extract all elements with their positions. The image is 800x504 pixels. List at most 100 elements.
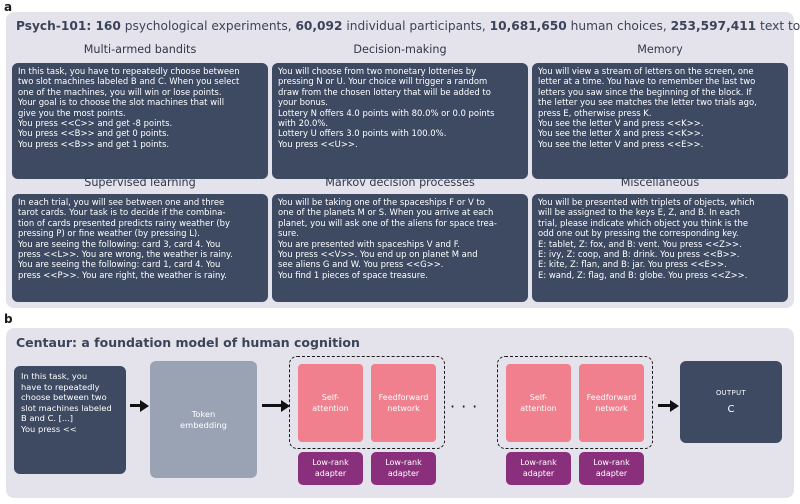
task-line: Lottery N offers 4.0 points with 80.0% o… [278,107,495,118]
task-line: Your goal is to choose the slot machines… [18,97,225,108]
task-line: tion of cards presented predicts rainy w… [18,217,230,228]
prompt-line: B and C. [...] [21,413,74,424]
task-line: You press <<C>> and get -8 points. [18,118,173,129]
task-line: see aliens G and W. You press <<G>>. [278,259,444,270]
panel-b: Centaur: a foundation model of human cog… [6,328,794,498]
task-box-bandits: In this task, you have to repeatedly cho… [12,63,268,179]
task-line: You press <<B>> and get 1 points. [18,138,170,149]
prompt-line: have to repeatedly [21,381,100,392]
task-line: You find 1 pieces of space treasure. [278,269,428,280]
task-line: letter at a time. You have to remember t… [538,76,756,87]
task-title-bandits: Multi-armed bandits [83,43,197,56]
adapter-label-2: adapter [314,468,347,478]
task-line: give you the most points. [18,107,126,118]
self-attention-box: Self- attention [298,364,363,442]
choice-count: 10,681,650 [489,19,567,33]
task-box-misc: You will be presented with triplets of o… [532,194,788,302]
feedforward-label-1: Feedforward [378,393,429,402]
task-title-mdp: Markov decision processes [325,176,475,189]
panel-b-title: Centaur: a foundation model of human cog… [16,335,360,350]
task-line: You press <<V>>. You end up on planet M … [278,249,478,260]
arrow-prompt-to-embedding [130,399,149,412]
low-rank-adapter: Low-rank adapter [579,452,644,485]
adapter-label-1: Low-rank [385,458,422,467]
low-rank-adapter: Low-rank adapter [371,452,436,485]
task-line: You see the letter X and press <<K>>. [538,128,704,139]
task-line: E: tablet, Z: fox, and B: vent. You pres… [538,238,742,249]
task-line: You are seeing the following: card 1, ca… [18,259,221,270]
output-value: C [727,404,735,415]
adapter-label-2: adapter [522,468,555,478]
panel-a-letter: a [4,0,13,14]
task-line: E: wand, Z: flag, and B: globe. You pres… [538,269,748,280]
embedding-label-2: embedding [180,419,227,430]
task-title-memory: Memory [637,43,683,56]
experiment-count: 160 [95,19,121,33]
self-attention-label-2: attention [520,404,557,413]
task-line: You will be taking one of the spaceships… [278,197,485,207]
output-label: OUTPUT [715,389,747,397]
task-line: press <<P>>. You are right, the weather … [18,269,227,280]
prompt-line: You press << [21,423,77,434]
task-line: You will be presented with triplets of o… [538,197,755,207]
panel-b-letter: b [4,312,13,326]
transformer-block-1 [289,356,445,449]
task-line: E: ivy, Z: coop, and B: drink. You press… [538,249,740,260]
task-box-decision: You will choose from two monetary lotter… [272,63,528,179]
self-attention-box: Self- attention [506,364,571,442]
feedforward-box: Feedforward network [371,364,436,442]
task-line: tarot cards. Your task is to decide if t… [18,207,226,218]
self-attention-label-1: Self- [321,393,340,402]
adapter-label-1: Low-rank [520,458,557,467]
task-line: Lottery U offers 3.0 points with 100.0%. [278,128,447,139]
task-line: In this task, you have to repeatedly cho… [18,66,240,76]
self-attention-label-1: Self- [529,393,548,402]
feedforward-box: Feedforward network [579,364,644,442]
prompt-line: choose between two [21,392,107,403]
title-text-3: human choices, [566,19,671,33]
task-line: You will choose from two monetary lotter… [278,66,477,76]
task-line: pressing P) or fine weather (by pressing… [18,228,200,239]
arrow-embedding-to-block [262,399,290,412]
title-text-2: individual participants, [342,19,490,33]
prompt-line: In this task, you [21,371,88,381]
task-line: You will view a stream of letters on the… [538,66,754,76]
arrow-block-to-output [658,399,679,412]
task-line: with 20.0%. [278,118,329,129]
embedding-label-1: Token [191,408,216,419]
task-box-supervised: In each trial, you will see between one … [12,194,268,302]
task-line: planet, you will ask one of the aliens f… [278,217,497,228]
dataset-name: Psych-101: [16,19,96,33]
task-line: sure. [278,228,299,239]
task-line: odd one out by pressing the correspondin… [538,228,739,239]
feedforward-label-2: network [595,404,628,413]
panel-a-title: Psych-101: 160 psychological experiments… [16,19,800,33]
panel-a: Psych-101: 160 psychological experiments… [6,12,800,308]
task-line: E: kite, Z: flan, and B: jar. You press … [538,259,727,270]
feedforward-label-2: network [387,404,420,413]
self-attention-label-2: attention [312,404,349,413]
task-line: You press <<B>> and get 0 points. [18,128,170,139]
task-box-memory: You will view a stream of letters on the… [532,63,788,179]
task-box-mdp: You will be taking one of the spaceships… [272,194,528,302]
task-line: letters you saw since the beginning of t… [538,86,752,97]
task-line: You see the letter V and press <<K>>. [538,118,704,129]
transformer-block-n [497,356,653,449]
task-line: You are seeing the following: card 3, ca… [18,238,221,249]
token-embedding-box: Token embedding [150,361,257,478]
task-line: your bonus. [278,97,328,108]
task-line: will be assigned to the keys E, Z, and B… [538,207,741,218]
task-line: You press <<U>>. [278,138,358,149]
low-rank-adapter: Low-rank adapter [298,452,363,485]
task-line: In each trial, you will see between one … [18,197,225,207]
task-line: press E, otherwise press K. [538,107,652,118]
adapter-label-1: Low-rank [312,458,349,467]
prompt-input-box: In this task, you have to repeatedly cho… [14,366,126,474]
task-line: You see the letter V and press <<E>>. [538,138,704,149]
prompt-line: slot machines labeled [21,402,112,413]
low-rank-adapter: Low-rank adapter [506,452,571,485]
task-line: two slot machines labeled B and C. When … [18,76,240,87]
participant-count: 60,092 [295,19,343,33]
task-line: one of the planets M or S. When you arri… [278,207,494,218]
title-text-1: psychological experiments, [120,19,296,33]
